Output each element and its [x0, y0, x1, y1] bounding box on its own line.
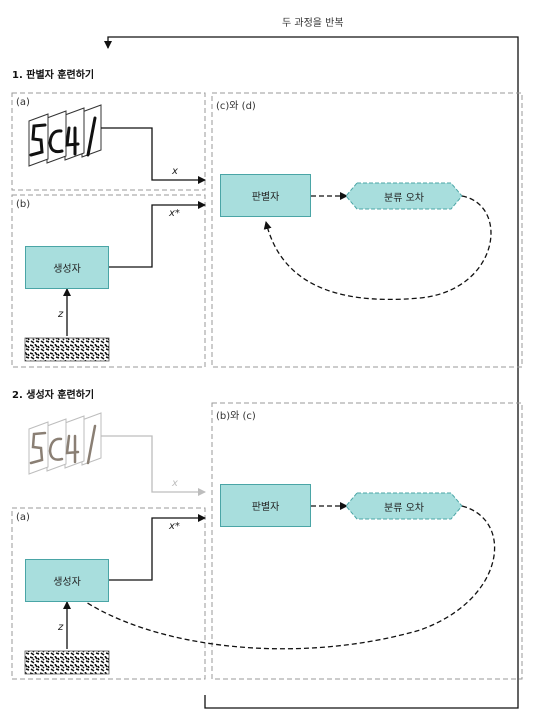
s2-feedback-loop — [73, 505, 496, 650]
s2-z-label: z — [58, 622, 64, 633]
s1-x-label: x — [172, 166, 178, 177]
s2-panel-a — [11, 507, 206, 680]
s2-noise — [24, 650, 110, 675]
s1-error-hexagon — [345, 182, 463, 210]
s1-xstar-label: x* — [169, 208, 180, 219]
s2-x-label: x — [172, 478, 178, 489]
s1-x-arrow — [101, 127, 206, 184]
s1-panel-a-label: (a) — [16, 97, 30, 108]
s1-z-label: z — [58, 309, 64, 320]
s1-handwritten-digits — [29, 116, 97, 157]
s1-panel-cd — [211, 92, 523, 368]
s2-handwritten-digits — [29, 424, 97, 465]
s1-noise — [24, 337, 110, 362]
s1-panel-b — [11, 194, 206, 368]
s2-real-samples — [28, 412, 102, 475]
s2-xstar-label: x* — [169, 521, 180, 532]
s2-panel-bc-label: (b)와 (c) — [216, 411, 256, 422]
s1-xstar-arrow — [109, 201, 206, 268]
section2-title: 2. 생성자 훈련하기 — [12, 390, 95, 401]
s1-error-label: 분류 오차 — [384, 192, 424, 204]
s2-panel-bc — [211, 402, 523, 680]
s1-panel-a — [11, 92, 206, 191]
s2-generator-box: 생성자 — [25, 559, 109, 602]
s1-panel-cd-label: (c)와 (d) — [216, 101, 256, 112]
s2-xstar-arrow — [109, 514, 206, 581]
s1-discriminator-box: 판별자 — [220, 174, 311, 217]
repeat-label: 두 과정을 반복 — [282, 18, 344, 29]
s2-panel-a-label: (a) — [16, 512, 30, 523]
s1-feedback-loop — [263, 195, 492, 301]
repeat-loop-line — [104, 36, 519, 709]
s1-panel-b-label: (b) — [16, 199, 31, 210]
s2-x-arrow — [101, 435, 206, 496]
section1-title: 1. 판별자 훈련하기 — [12, 70, 95, 81]
s2-error-label: 분류 오차 — [384, 502, 424, 514]
s1-generator-box: 생성자 — [25, 246, 109, 289]
s2-error-hexagon — [345, 492, 463, 520]
s2-discriminator-box: 판별자 — [220, 484, 311, 527]
